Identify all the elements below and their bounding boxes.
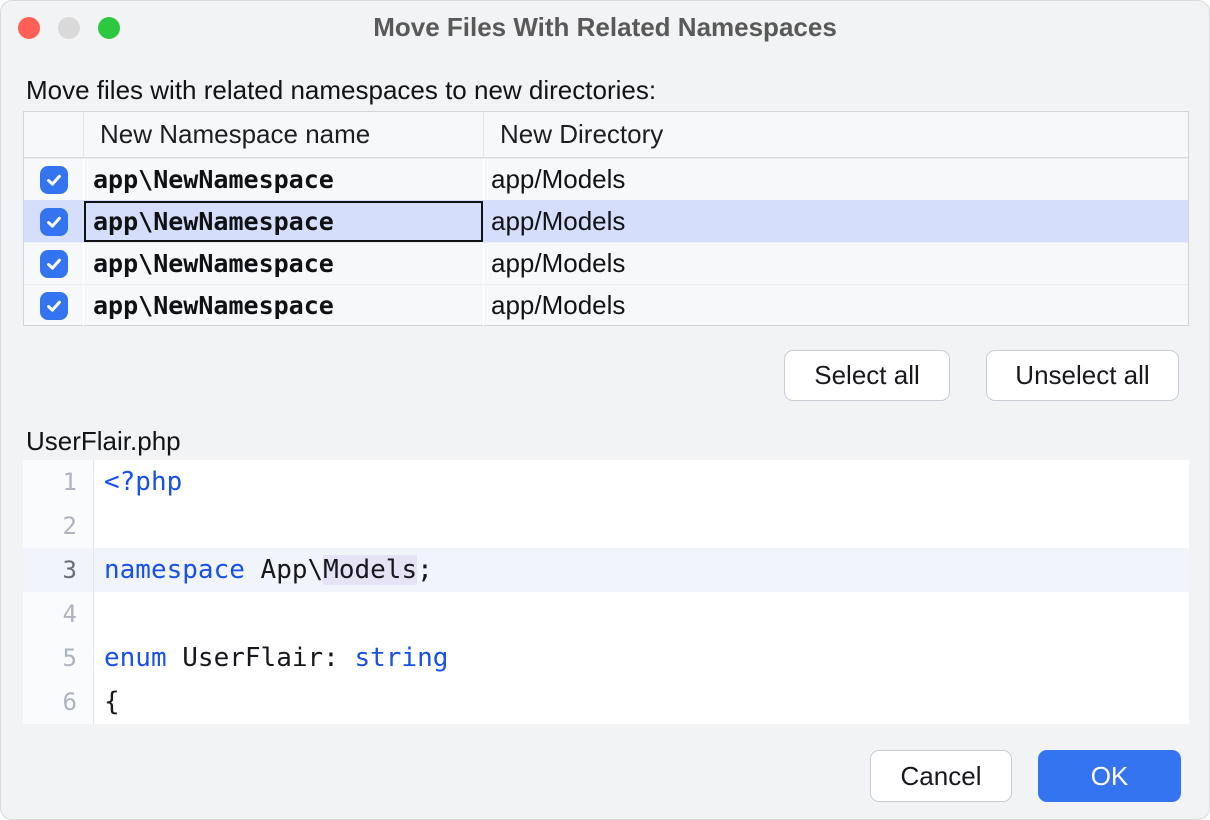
table-row-selected[interactable]: app\NewNamespace app/Models [24,200,1188,242]
table-row[interactable]: app\NewNamespace app/Models [24,242,1188,284]
directory-cell[interactable]: app/Models [483,201,1188,242]
select-all-button[interactable]: Select all [784,350,950,401]
namespace-cell[interactable]: app\NewNamespace [83,159,483,200]
highlighted-identifier: Models [323,555,417,585]
code-line: 5 enum UserFlair: string [23,636,1189,680]
checkbox-checked[interactable] [40,250,68,278]
line-number: 1 [23,460,94,504]
unselect-all-button[interactable]: Unselect all [986,350,1179,401]
table-row[interactable]: app\NewNamespace app/Models [24,284,1188,326]
checkbox-checked[interactable] [40,208,68,236]
titlebar: Move Files With Related Namespaces [1,1,1209,53]
ok-button[interactable]: OK [1038,750,1181,802]
row-checkbox-cell [24,201,83,242]
code-text: { [94,687,120,717]
table-header: New Namespace name New Directory [24,112,1188,158]
checkbox-checked[interactable] [40,292,68,320]
code-line-current: 3 namespace App\Models; [23,548,1189,592]
code-text: enum UserFlair: string [94,643,448,673]
code-line: 2 [23,504,1189,548]
window-title: Move Files With Related Namespaces [1,12,1209,43]
namespace-cell-focused[interactable]: app\NewNamespace [83,201,483,242]
code-text: namespace App\Models; [94,555,433,585]
namespace-cell[interactable]: app\NewNamespace [83,285,483,326]
namespaces-table: New Namespace name New Directory app\New… [23,111,1189,326]
header-namespace-column: New Namespace name [83,112,483,157]
directory-cell[interactable]: app/Models [483,159,1188,200]
line-number: 2 [23,504,94,548]
code-line: 6 { [23,680,1189,724]
row-checkbox-cell [24,159,83,200]
preview-filename: UserFlair.php [26,426,181,457]
code-text: <?php [94,467,182,497]
row-checkbox-cell [24,285,83,326]
directory-cell[interactable]: app/Models [483,243,1188,284]
line-number: 4 [23,592,94,636]
table-row[interactable]: app\NewNamespace app/Models [24,158,1188,200]
line-number: 5 [23,636,94,680]
namespace-cell[interactable]: app\NewNamespace [83,243,483,284]
code-line: 1 <?php [23,460,1189,504]
intro-label: Move files with related namespaces to ne… [26,75,656,106]
header-directory-column: New Directory [483,112,1188,157]
checkbox-checked[interactable] [40,166,68,194]
row-checkbox-cell [24,243,83,284]
code-preview-editor[interactable]: 1 <?php 2 3 namespace App\Models; 4 5 en… [23,460,1189,724]
directory-cell[interactable]: app/Models [483,285,1188,326]
cancel-button[interactable]: Cancel [870,750,1012,802]
header-checkbox-column [24,112,83,157]
code-line: 4 [23,592,1189,636]
line-number: 6 [23,680,94,724]
line-number: 3 [23,548,94,592]
